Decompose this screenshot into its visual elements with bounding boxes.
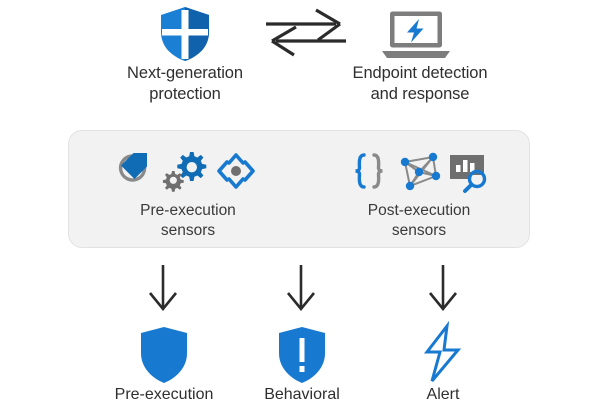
pre-execution-sensor-icons [69, 145, 307, 197]
move-expand-icon [213, 149, 259, 193]
post-execution-sensors-group: Post-execution sensors [307, 131, 531, 247]
gears-icon [162, 149, 206, 193]
arrow-to-alert [426, 264, 460, 312]
report-search-icon [446, 149, 492, 193]
next-generation-protection-label: Next-generation protection [127, 64, 243, 104]
shield-solid-icon [138, 325, 190, 385]
arrow-to-pre-execution [146, 264, 180, 312]
bidirectional-exchange-arrows-icon [262, 8, 350, 58]
behavioral-output-label: Behavioral [264, 386, 340, 400]
pre-execution-output-label: Pre-execution [114, 386, 214, 400]
sensors-panel: Pre-execution sensors [68, 130, 530, 248]
alert-output-label: Alert [426, 386, 460, 400]
shield-exclamation-icon [276, 325, 328, 385]
post-execution-sensors-label: Post-execution sensors [367, 202, 471, 239]
defender-shield-icon [155, 6, 215, 62]
curly-braces-icon [347, 149, 391, 193]
network-graph-icon [395, 149, 443, 193]
pre-execution-sensors-group: Pre-execution sensors [69, 131, 307, 247]
arrow-to-behavioral [284, 264, 318, 312]
lightning-bolt-outline-icon [418, 320, 468, 385]
post-execution-sensor-icons [307, 145, 531, 197]
tag-refresh-icon [118, 150, 164, 192]
laptop-with-bolt-icon [380, 8, 452, 62]
pre-execution-sensors-label: Pre-execution sensors [140, 202, 236, 239]
endpoint-detection-response-label: Endpoint detection and response [352, 64, 488, 104]
